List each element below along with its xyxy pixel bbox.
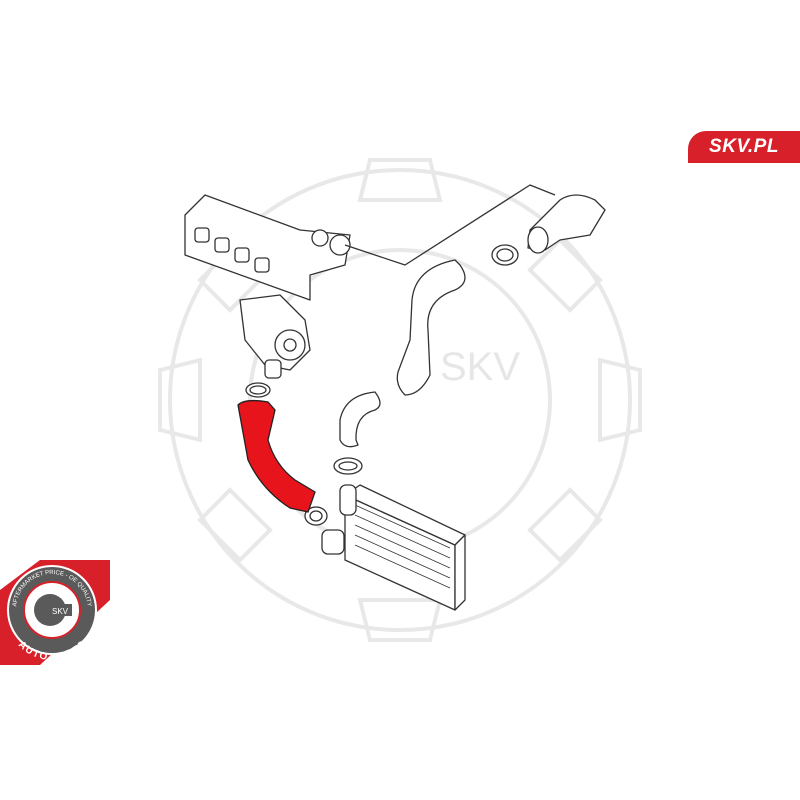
intercooler [321,484,466,611]
hose-clamp [245,382,271,398]
intake-manifold [184,194,351,301]
skv-auto-parts-badge: SKV AFTERMARKET PRICE - OE QUALITY AUTO … [0,560,110,665]
turbocharger [239,294,311,379]
site-label-tab: SKV.PL [688,131,800,163]
elbow-hose [339,391,381,448]
hose-clamp [333,457,363,475]
hose-clamp [304,506,328,526]
highlighted-turbo-hose [237,399,316,513]
hose-clamp [491,244,519,266]
badge-center-text: SKV [52,607,69,616]
upper-intercooler-hose [396,259,466,396]
watermark-text: SKV [440,345,520,389]
gear-icon: SKV [34,594,72,626]
